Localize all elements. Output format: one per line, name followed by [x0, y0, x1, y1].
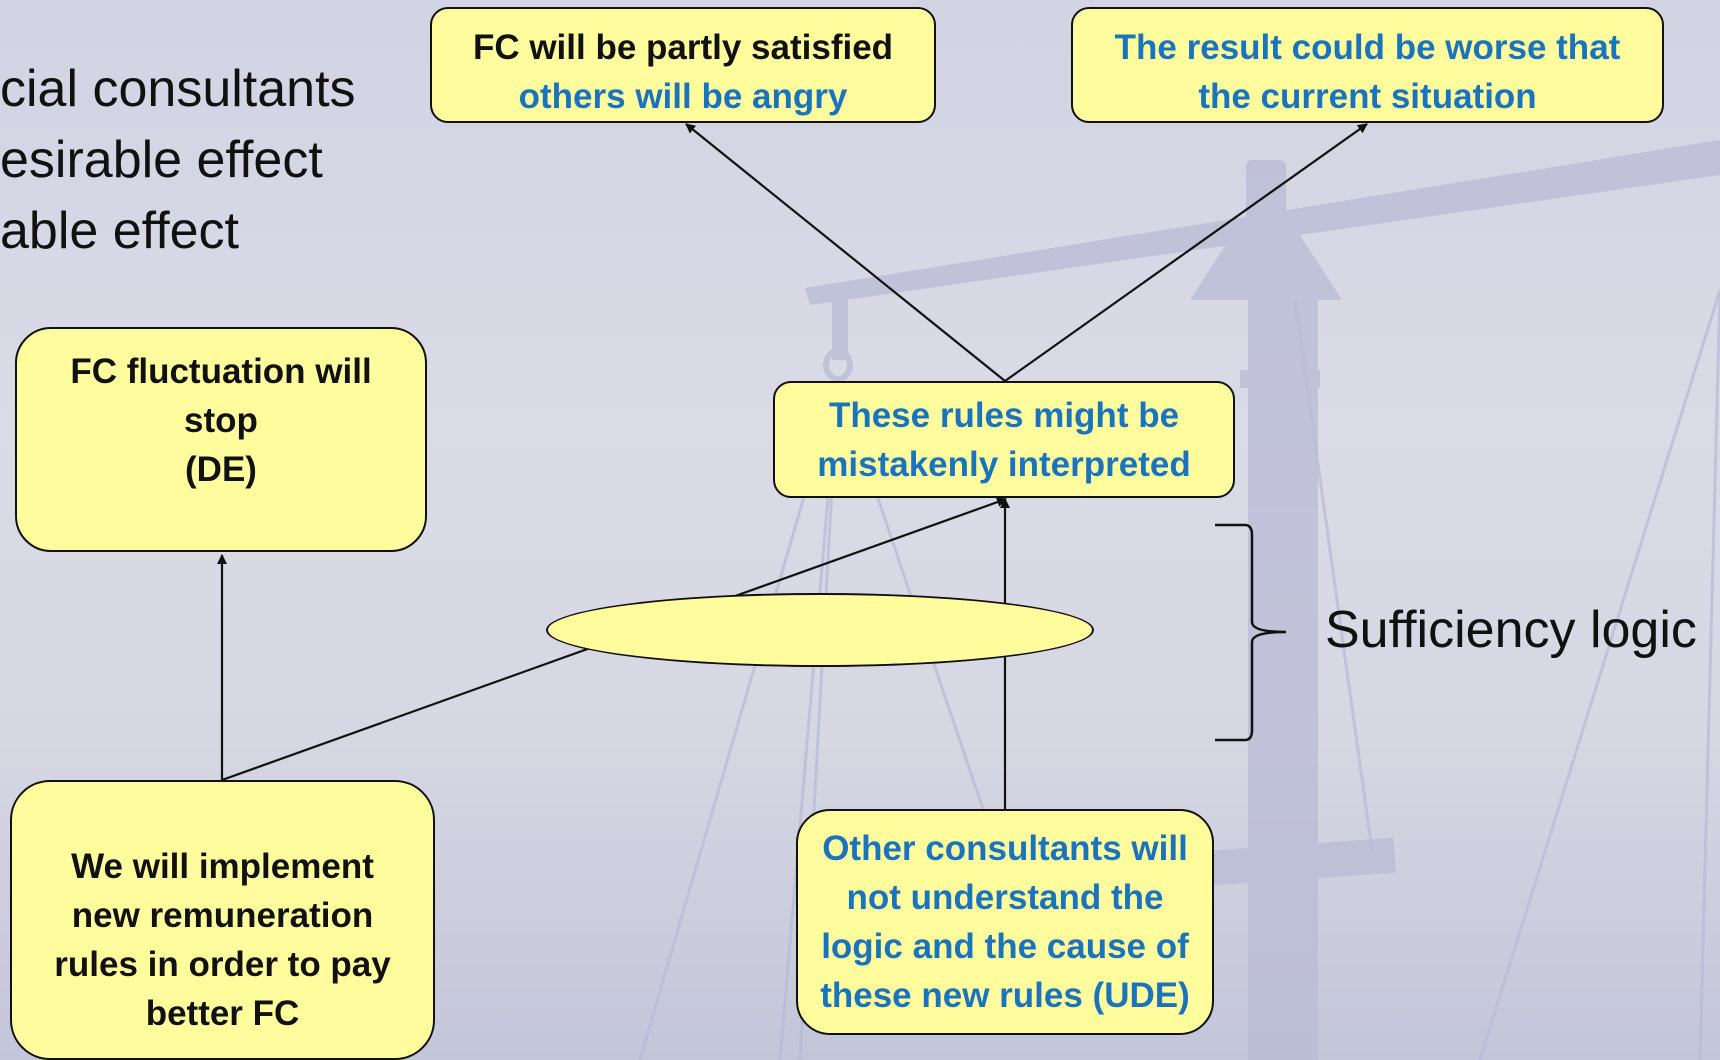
misinterpreted-box: These rules might be mistakenly interpre…: [773, 381, 1235, 498]
other-consultants-line-4: these new rules (UDE): [820, 976, 1190, 1015]
fluctuation-stop-line-1: FC fluctuation will: [70, 352, 372, 391]
sufficiency-logic-label: Sufficiency logic: [1325, 601, 1697, 659]
fluctuation-stop-box: FC fluctuation will stop (DE): [15, 327, 427, 552]
other-consultants-line-1: Other consultants will: [822, 829, 1188, 868]
implement-rules-line-2: new remuneration: [71, 896, 374, 935]
misinterpreted-line-2: mistakenly interpreted: [817, 444, 1191, 484]
worse-result-line-1: The result could be worse that: [1114, 28, 1621, 67]
intro-line-1: cial consultants: [0, 60, 356, 118]
intro-line-2: esirable effect: [0, 131, 323, 189]
other-consultants-line-2: not understand the: [846, 878, 1164, 917]
partly-satisfied-line-2: others will be angry: [518, 77, 848, 116]
other-consultants-line-3: logic and the cause of: [821, 927, 1189, 966]
implement-rules-line-1: We will implement: [71, 847, 374, 886]
intro-text: cial consultants esirable effect able ef…: [0, 54, 356, 267]
fluctuation-stop-line-3: (DE): [185, 450, 257, 489]
and-connector-ellipse: [546, 593, 1094, 667]
partly-satisfied-box: FC will be partly satisfied others will …: [430, 7, 936, 123]
other-consultants-box: Other consultants will not understand th…: [796, 809, 1214, 1035]
implement-rules-box: We will implement new remuneration rules…: [10, 780, 435, 1060]
arrow-misinterpreted-to-worse: [1004, 123, 1368, 382]
intro-line-3: able effect: [0, 202, 240, 260]
partly-satisfied-line-1: FC will be partly satisfied: [472, 28, 894, 67]
worse-result-line-2: the current situation: [1198, 77, 1537, 116]
implement-rules-line-4: better FC: [145, 994, 300, 1033]
implement-rules-line-3: rules in order to pay: [54, 945, 391, 984]
worse-result-box: The result could be worse that the curre…: [1071, 7, 1664, 123]
sufficiency-brace: [1215, 523, 1287, 742]
misinterpreted-line-1: These rules might be: [828, 395, 1180, 435]
fluctuation-stop-line-2: stop: [184, 401, 258, 440]
arrow-misinterpreted-to-satisfied: [685, 123, 1006, 382]
